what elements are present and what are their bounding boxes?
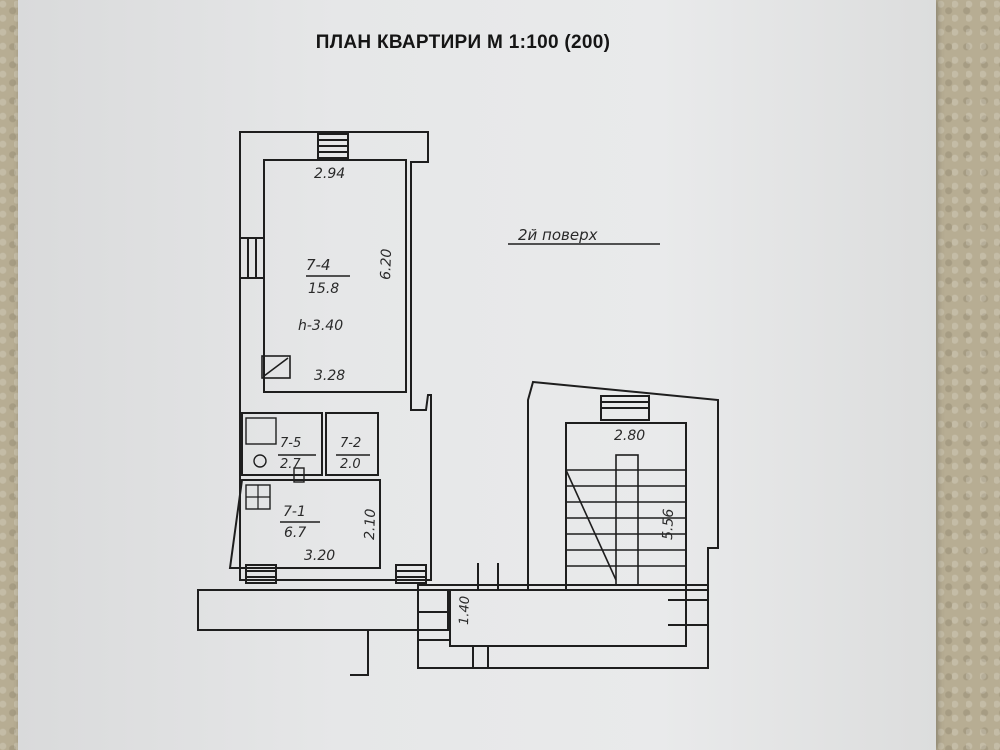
floor-label: 2й поверх [518, 226, 598, 244]
dim-room1-length: 2.10 [362, 508, 379, 540]
room-7-1-id: 7-1 [283, 504, 306, 520]
room-7-2-area: 2.0 [340, 457, 361, 472]
floor-plan-drawing: 2й поверх 7-4 15.8 7-5 2.7 7-2 2.0 7-1 6… [197, 131, 719, 676]
apartment-inner-wall [263, 159, 407, 393]
dim-stair-length: 5.56 [660, 508, 677, 540]
apartment-outer-wall [239, 131, 432, 581]
dim-room4-height: h-3.40 [298, 318, 343, 334]
building-base [197, 589, 449, 631]
corridor-window [395, 564, 427, 584]
bathroom-wall [241, 412, 323, 476]
room-7-2-id: 7-2 [340, 436, 361, 451]
dim-corridor-width: 1.40 [457, 596, 473, 625]
base-extension [350, 629, 369, 676]
plan-title: ПЛАН КВАРТИРИ М 1:100 (200) [315, 32, 611, 53]
kitchen-window [245, 564, 277, 584]
dim-room4-width: 2.94 [314, 166, 345, 182]
wc-wall [325, 412, 379, 476]
toilet-icon [293, 467, 305, 483]
sink-icon [253, 454, 267, 468]
dim-room1-width: 3.20 [304, 548, 335, 564]
dim-room4-bottom-width: 3.28 [314, 368, 345, 384]
kitchen-wall [228, 479, 381, 569]
room-7-4-area: 15.8 [308, 281, 339, 297]
room-7-5-id: 7-5 [280, 436, 301, 451]
corridor-inner [449, 589, 687, 647]
dim-room4-length: 6.20 [378, 248, 395, 280]
room-7-5-area: 2.7 [280, 457, 301, 472]
paper-sheet: ПЛАН КВАРТИРИ М 1:100 (200) [18, 0, 936, 750]
stair-top-window [600, 395, 650, 421]
room-7-1-area: 6.7 [284, 525, 306, 541]
stair-outer-wall [527, 380, 719, 591]
top-window [317, 133, 349, 159]
left-window [239, 237, 265, 279]
dim-stair-width: 2.80 [614, 428, 645, 444]
room-7-4-id: 7-4 [306, 256, 331, 274]
heater-icon [261, 355, 291, 379]
staircase-steps [565, 454, 686, 586]
bathtub-icon [245, 417, 277, 445]
stair-inner-wall [565, 422, 687, 591]
